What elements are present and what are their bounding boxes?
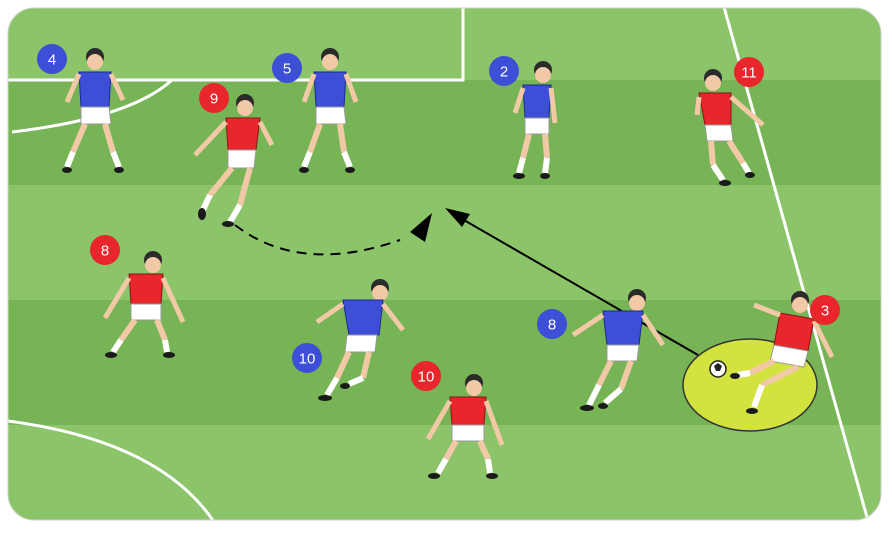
badge-number: 5 [283,61,291,78]
player-blue-2 [512,61,558,179]
center-circle-arc-top [11,78,174,134]
ball-icon [709,360,727,378]
player-red-3 [730,291,835,414]
corner-arc-bottom [8,418,224,520]
player-blue-8 [571,289,666,411]
badge-blue-2: 2 [489,56,519,86]
pass-arrow-head [445,208,470,227]
badge-number: 11 [741,65,757,82]
field-border [7,7,882,521]
player-red-8 [102,251,186,358]
player-red-10 [425,374,505,479]
pitch-lines [8,8,874,520]
penalty-box-line [8,8,465,82]
badge-number: 8 [548,317,556,334]
badge-blue-4: 4 [37,44,67,74]
badge-number: 10 [299,351,316,368]
badge-number: 8 [101,243,109,260]
badge-number: 3 [821,303,829,320]
badge-blue-5: 5 [272,53,302,83]
touchline [720,8,874,520]
player-blue-5 [299,48,359,173]
badge-number: 9 [210,91,218,108]
run-arrow-head [410,213,432,242]
badge-red-9: 9 [199,83,229,113]
badge-red-10: 10 [411,361,441,391]
badge-number: 4 [48,52,56,69]
badge-red-8: 8 [90,235,120,265]
run-arrow [234,224,401,256]
badge-blue-8: 8 [537,309,567,339]
player-blue-10 [315,279,405,401]
badge-red-11: 11 [734,57,764,87]
badge-number: 2 [500,64,508,81]
grass-stripe [8,80,881,185]
badge-red-3: 3 [810,295,840,325]
badge-number: 10 [418,369,435,386]
player-red-11 [694,69,765,186]
player-blue-4 [62,48,126,173]
badge-blue-10: 10 [292,343,322,373]
player-red-9 [193,94,275,227]
